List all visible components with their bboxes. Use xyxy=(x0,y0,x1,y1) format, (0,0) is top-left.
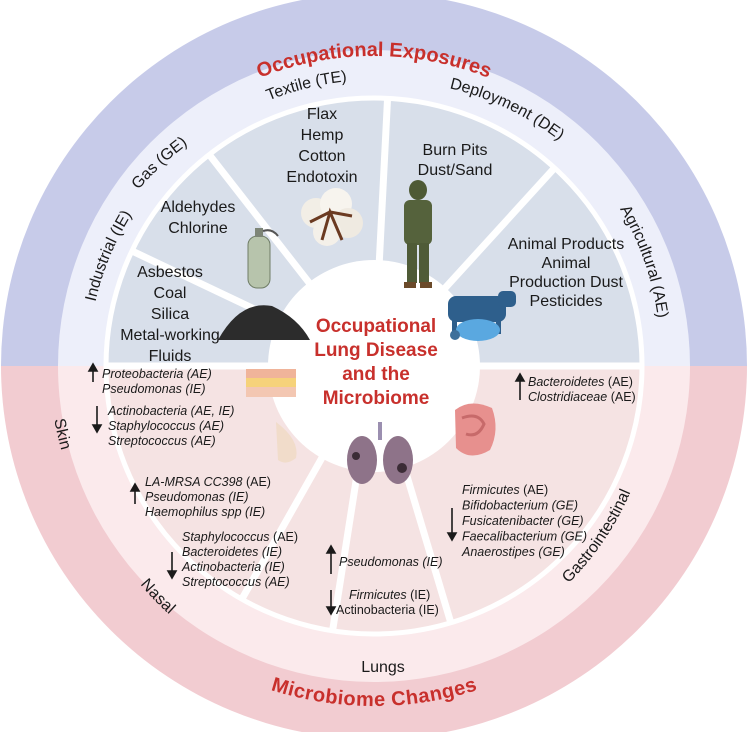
microbiome-item: Clostridiaceae (AE) xyxy=(528,390,636,404)
microbiome-item: Pseudomonas (IE) xyxy=(102,382,206,396)
center-title-line: and the xyxy=(342,364,410,385)
arrow-down-icon xyxy=(166,552,178,580)
exposure-item: Animal Products xyxy=(508,236,625,253)
center-circle xyxy=(268,260,480,472)
microbiome-lungs-down: Firmicutes (IE)Actinobacteria (IE) xyxy=(336,588,439,617)
exposure-item: Pesticides xyxy=(530,293,603,310)
exposure-item: Endotoxin xyxy=(286,169,357,186)
microbiome-item: Pseudomonas (IE) xyxy=(145,490,249,504)
microbiome-item: Staphylococcus (AE) xyxy=(182,530,298,544)
skin-layer-icon xyxy=(246,369,296,397)
microbiome-skin-up: Proteobacteria (AE)Pseudomonas (IE) xyxy=(102,367,212,396)
arrow-up-icon xyxy=(325,544,337,574)
nose-icon xyxy=(276,422,297,463)
sector-disc-border xyxy=(103,95,645,637)
exposure-item: Animal xyxy=(542,255,591,272)
exposure-item: Chlorine xyxy=(168,220,228,237)
arrow-up-icon xyxy=(87,362,99,382)
cow-pig-chicken-icon xyxy=(448,291,516,341)
microbiome-item: Actinobacteria (IE) xyxy=(181,560,285,574)
microbiome-item: Faecalibacterium (GE) xyxy=(462,530,587,544)
microbiome-gi-up: Bacteroidetes (AE)Clostridiaceae (AE) xyxy=(528,375,636,404)
exposure-item: Flax xyxy=(307,106,337,123)
microbiome-item: Actinobacteria (AE, IE) xyxy=(107,404,234,418)
microbiome-skin-down: Actinobacteria (AE, IE)Staphylococcus (A… xyxy=(107,404,234,448)
microbiome-item: Staphylococcus (AE) xyxy=(108,419,224,433)
microbiome-item: Firmicutes (IE) xyxy=(349,588,430,602)
microbiome-item: Streptococcus (AE) xyxy=(182,575,290,589)
microbiome-nasal-up: LA-MRSA CC398 (AE)Pseudomonas (IE)Haemop… xyxy=(145,475,271,519)
exposure-item: Aldehydes xyxy=(161,199,236,216)
center-title-line: Occupational xyxy=(316,316,436,337)
exposure-item: Dust/Sand xyxy=(418,162,493,179)
microbiome-item: LA-MRSA CC398 (AE) xyxy=(145,475,271,489)
microbiome-lungs-up: Pseudomonas (IE) xyxy=(339,555,443,569)
exposure-item: Hemp xyxy=(301,127,344,144)
microbiome-gi-down: Firmicutes (AE) Bifidobacterium (GE)Fusic… xyxy=(461,483,587,559)
microbiome-item: Bacteroidetes (IE) xyxy=(182,545,282,559)
gas-cylinder-icon xyxy=(247,228,279,289)
microbiome-item: Haemophilus spp (IE) xyxy=(145,505,265,519)
exposure-item: Burn Pits xyxy=(423,142,488,159)
intestine-icon xyxy=(455,403,496,456)
site-lungs: Lungs xyxy=(361,659,405,676)
microbiome-item: Actinobacteria (IE) xyxy=(336,603,439,617)
arrow-up-icon xyxy=(514,372,526,400)
exposure-item: Asbestos xyxy=(137,264,203,281)
site-skin: Skin xyxy=(50,417,74,452)
microbiome-nasal-down: Staphylococcus (AE)Bacteroidetes (IE)Act… xyxy=(181,530,298,589)
arrow-down-icon xyxy=(91,406,103,434)
arrows xyxy=(87,362,526,616)
microbiome-item: Fusicatenibacter (GE) xyxy=(462,514,584,528)
exposure-item: Coal xyxy=(154,285,187,302)
arrow-down-icon xyxy=(446,508,458,542)
microbiome-item: Pseudomonas (IE) xyxy=(339,555,443,569)
exposure-item: Silica xyxy=(151,306,189,323)
microbiome-item: Bifidobacterium (GE) xyxy=(462,499,578,513)
microbiome-item: Proteobacteria (AE) xyxy=(102,367,212,381)
soldier-icon xyxy=(404,180,432,288)
microbiome-item: Bacteroidetes (AE) xyxy=(528,375,633,389)
microbiome-item: Firmicutes (AE) xyxy=(462,483,548,497)
arrow-down-icon xyxy=(325,590,337,616)
exposure-item: Metal-working xyxy=(120,327,220,344)
exposure-item: Fluids xyxy=(149,348,192,365)
cotton-boll-icon xyxy=(301,188,363,246)
exposure-item: Production Dust xyxy=(509,274,623,291)
center-title-line: Lung Disease xyxy=(314,340,438,361)
exposure-item: Cotton xyxy=(298,148,345,165)
microbiome-item: Anaerostipes (GE) xyxy=(461,545,565,559)
arrow-up-icon xyxy=(129,482,141,504)
lungs-icon xyxy=(347,422,413,484)
microbiome-item: Streptococcus (AE) xyxy=(108,434,216,448)
center-title-line: Microbiome xyxy=(323,388,430,409)
coal-pile-icon xyxy=(218,305,310,340)
